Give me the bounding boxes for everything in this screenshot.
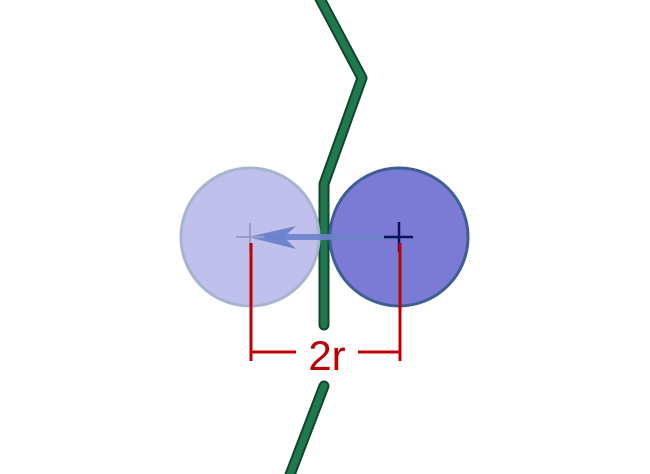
wall-fill-lower — [286, 382, 328, 474]
arrow-left-icon — [248, 226, 399, 249]
wall-fill-upper — [316, 0, 366, 329]
dimension-label: 2r — [308, 332, 345, 379]
dimension-marker — [249, 243, 402, 361]
wall-line — [284, 0, 368, 474]
